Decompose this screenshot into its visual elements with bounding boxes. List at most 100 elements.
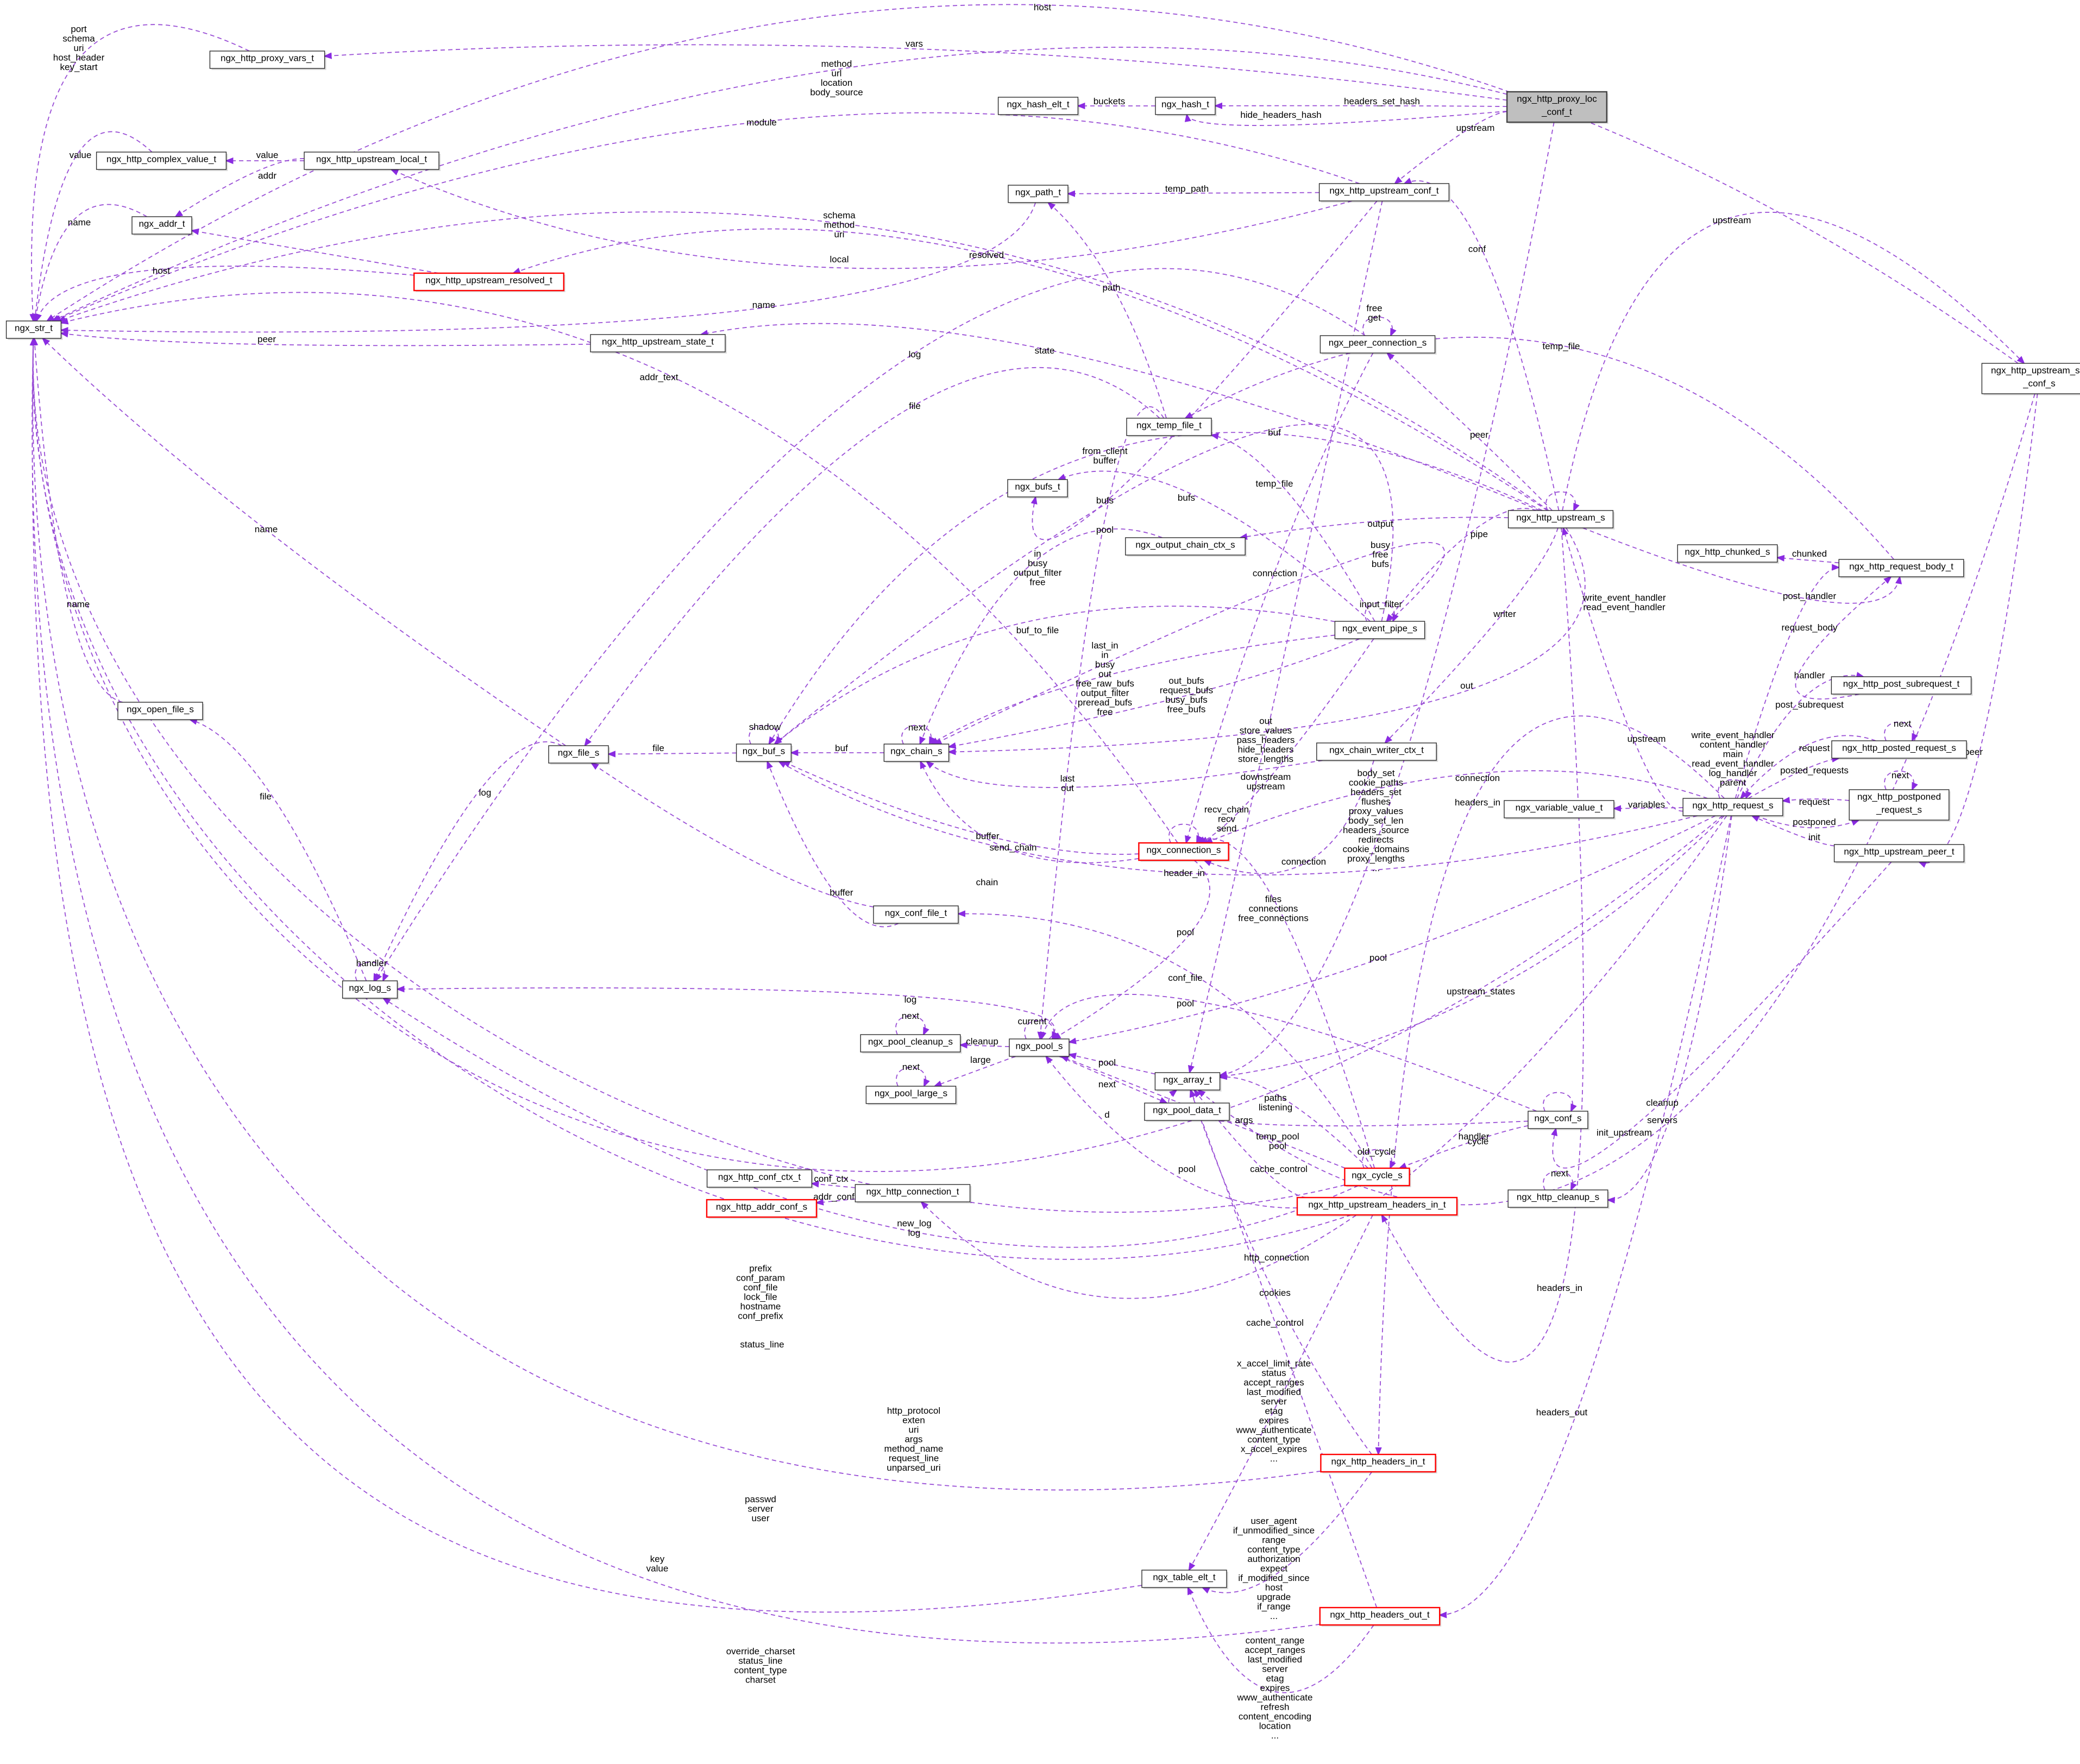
node-complex_value[interactable]: ngx_http_complex_value_t [96, 152, 228, 171]
node-upstream_headers_in[interactable]: ngx_http_upstream_headers_in_t [1296, 1196, 1459, 1217]
node-request_s[interactable]: ngx_http_request_s [1682, 798, 1784, 817]
edge-pool_cleanup-to-pool_cleanup [895, 1015, 929, 1036]
edge-buf_s-to-file_s [607, 751, 737, 758]
edge-label: chain [976, 877, 998, 887]
edge-upstream_s-to-request_body [1582, 527, 1902, 604]
node-peer_conn[interactable]: ngx_peer_connection_s [1319, 335, 1437, 355]
node-posted_request[interactable]: ngx_http_posted_request_s [1831, 740, 1968, 760]
node-log_s[interactable]: ngx_log_s [342, 980, 399, 1000]
node-bufs_t[interactable]: ngx_bufs_t [1007, 479, 1069, 499]
edge-label: args [1235, 1115, 1253, 1125]
edge-label: headers_set_hash [1344, 96, 1420, 106]
edge-label: upstream [1627, 734, 1666, 744]
edge-cycle_s-to-connection_s [1197, 836, 1375, 1169]
edge-label: request [1799, 797, 1830, 807]
node-addr_t[interactable]: ngx_addr_t [131, 216, 193, 236]
edge-label: connection [1455, 773, 1500, 783]
edge-label: large [970, 1055, 991, 1065]
edge-label: temp_file [1543, 341, 1580, 351]
node-buf_s[interactable]: ngx_buf_s [736, 744, 793, 763]
node-label: ngx_http_request_s [1692, 801, 1773, 811]
node-label: ngx_file_s [558, 748, 600, 758]
node-hash_elt[interactable]: ngx_hash_elt_t [997, 97, 1080, 116]
node-output_chain[interactable]: ngx_output_chain_ctx_s [1125, 537, 1247, 557]
edge-label: upstream [1456, 123, 1495, 133]
node-label: ngx_connection_s [1146, 845, 1221, 855]
node-proxy_loc_conf[interactable]: ngx_http_proxy_loc_conf_t [1506, 91, 1608, 124]
node-resolved[interactable]: ngx_http_upstream_resolved_t [413, 272, 565, 292]
node-hash_t[interactable]: ngx_hash_t [1155, 97, 1217, 116]
node-postponed_request[interactable]: ngx_http_postponed_request_s [1849, 789, 1951, 822]
node-http_cleanup[interactable]: ngx_http_cleanup_s [1507, 1189, 1610, 1209]
edge-upstream_s-to-buf_s [768, 432, 1543, 745]
node-label: ngx_http_connection_t [866, 1187, 959, 1197]
node-conf_ctx[interactable]: ngx_http_conf_ctx_t [706, 1169, 814, 1189]
node-label: ngx_array_t [1163, 1075, 1212, 1085]
node-file_s[interactable]: ngx_file_s [548, 745, 610, 765]
node-chain_s[interactable]: ngx_chain_s [883, 744, 951, 763]
node-headers_out[interactable]: ngx_http_headers_out_t [1319, 1606, 1442, 1627]
node-str_t[interactable]: ngx_str_t [5, 320, 63, 340]
node-label: ngx_cycle_s [1352, 1170, 1403, 1181]
edge-post_subrequest-to-request_body [1795, 576, 1892, 700]
edge-upstream_headers_in-to-str_t [29, 337, 1352, 1260]
node-addr_conf[interactable]: ngx_http_addr_conf_s [706, 1199, 818, 1219]
edge-upstream_peer-to-request_s [1751, 815, 1834, 847]
node-conf_file[interactable]: ngx_conf_file_t [873, 905, 960, 925]
edge-headers_out-to-array_t [1190, 1088, 1378, 1608]
node-open_file[interactable]: ngx_open_file_s [117, 702, 204, 721]
edge-label: output [1367, 519, 1393, 529]
node-label: ngx_buf_s [743, 746, 785, 757]
node-pool_data[interactable]: ngx_pool_data_t [1144, 1102, 1231, 1122]
edge-label: name [752, 300, 776, 310]
node-temp_file[interactable]: ngx_temp_file_t [1126, 418, 1213, 437]
node-request_body[interactable]: ngx_http_request_body_t [1838, 559, 1965, 578]
node-label: ngx_pool_cleanup_s [868, 1037, 953, 1047]
node-upstream_peer[interactable]: ngx_http_upstream_peer_t [1833, 844, 1966, 864]
node-chain_writer[interactable]: ngx_chain_writer_ctx_t [1316, 742, 1438, 762]
edge-upstream_local-to-addr_t [174, 158, 305, 218]
node-state_t[interactable]: ngx_http_upstream_state_t [590, 334, 727, 354]
node-label: ngx_temp_file_t [1136, 420, 1202, 431]
node-conf_s[interactable]: ngx_conf_s [1528, 1111, 1589, 1130]
edge-label: conf [1468, 244, 1486, 254]
edges [29, 4, 2038, 1693]
node-upstream_conf[interactable]: ngx_http_upstream_conf_t [1318, 183, 1451, 203]
edge-label: log [909, 349, 921, 360]
node-post_subrequest[interactable]: ngx_http_post_subrequest_t [1831, 676, 1973, 696]
node-headers_in[interactable]: ngx_http_headers_in_t [1320, 1453, 1437, 1473]
node-label: ngx_peer_connection_s [1329, 338, 1427, 348]
edge-event_pipe-to-event_pipe [1365, 602, 1399, 623]
edge-request_s-to-headers_out [1438, 815, 1732, 1618]
node-proxy_vars[interactable]: ngx_http_proxy_vars_t [209, 51, 326, 70]
edge-request_s-to-posted_request [1748, 755, 1840, 799]
edge-srv_conf-to-upstream_peer [1918, 393, 2038, 868]
node-table_elt[interactable]: ngx_table_elt_t [1141, 1570, 1228, 1589]
node-upstream_local[interactable]: ngx_http_upstream_local_t [304, 152, 441, 171]
edge-label: vars [906, 39, 923, 49]
edge-request_s-to-post_subrequest [1736, 672, 1865, 799]
node-pool_cleanup[interactable]: ngx_pool_cleanup_s [860, 1034, 962, 1054]
node-http_connection[interactable]: ngx_http_connection_t [854, 1184, 972, 1204]
node-variable_value[interactable]: ngx_variable_value_t [1504, 800, 1616, 820]
node-path_t[interactable]: ngx_path_t [1008, 185, 1070, 204]
node-event_pipe[interactable]: ngx_event_pipe_s [1334, 621, 1427, 640]
node-srv_conf[interactable]: ngx_http_upstream_srv_conf_s [1981, 363, 2080, 395]
node-upstream_s[interactable]: ngx_http_upstream_s [1507, 510, 1615, 530]
node-pool_s[interactable]: ngx_pool_s [1009, 1038, 1071, 1058]
edge-label: log [904, 994, 917, 1005]
node-cycle_s[interactable]: ngx_cycle_s [1344, 1167, 1411, 1187]
node-label: ngx_pool_s [1016, 1041, 1063, 1051]
node-pool_large[interactable]: ngx_pool_large_s [865, 1086, 958, 1105]
edge-label: buffer [976, 831, 1000, 841]
node-connection_s[interactable]: ngx_connection_s [1138, 842, 1230, 862]
edge-label: shadow [749, 722, 781, 732]
node-label: ngx_http_upstream_s [1516, 513, 1605, 523]
edge-event_pipe-to-temp_file [1210, 433, 1375, 622]
node-chunked[interactable]: ngx_http_chunked_s [1677, 544, 1779, 564]
node-array_t[interactable]: ngx_array_t [1154, 1072, 1222, 1092]
edge-cycle_s-to-array_t [1218, 1073, 1369, 1169]
